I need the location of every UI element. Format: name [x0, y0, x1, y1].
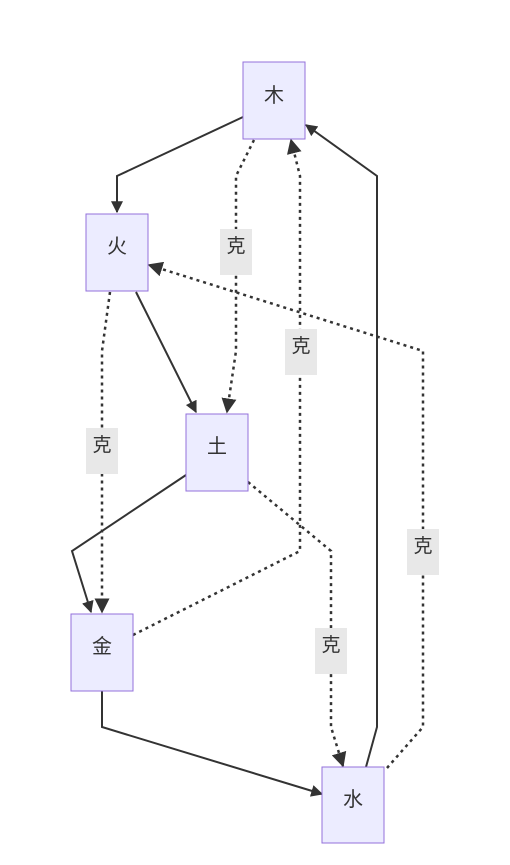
node-fire: 火 [85, 213, 149, 292]
svg-text:克: 克 [92, 434, 111, 456]
edge-label-earth-water: 克 [315, 628, 347, 674]
edge-fire-to-earth [135, 291, 197, 414]
edge-label-wood-earth: 克 [220, 229, 252, 275]
edge-fire-to-metal [94, 291, 112, 614]
edge-label-metal-wood: 克 [285, 329, 317, 375]
edge-wood-to-fire [111, 116, 244, 214]
edge-metal-to-wood [132, 138, 302, 637]
svg-text:火: 火 [107, 234, 127, 258]
svg-text:克: 克 [413, 535, 432, 557]
svg-text:金: 金 [92, 634, 112, 658]
node-water: 水 [321, 766, 385, 844]
node-metal: 金 [70, 613, 134, 692]
node-earth: 土 [185, 413, 249, 492]
edge-label-fire-metal: 克 [86, 428, 118, 474]
svg-text:木: 木 [264, 83, 284, 107]
svg-text:克: 克 [226, 235, 245, 257]
node-wood: 木 [242, 61, 306, 140]
edge-water-to-wood [305, 124, 378, 768]
svg-text:土: 土 [207, 434, 227, 458]
svg-text:克: 克 [291, 335, 310, 357]
edge-water-to-fire [147, 261, 425, 769]
edge-label-water-fire: 克 [407, 529, 439, 575]
svg-text:水: 水 [343, 787, 363, 811]
edge-metal-to-water [101, 691, 324, 797]
edge-earth-to-water [247, 481, 347, 768]
edge-earth-to-metal [70, 474, 187, 614]
svg-text:克: 克 [321, 634, 340, 656]
edge-wood-to-earth [221, 139, 256, 414]
